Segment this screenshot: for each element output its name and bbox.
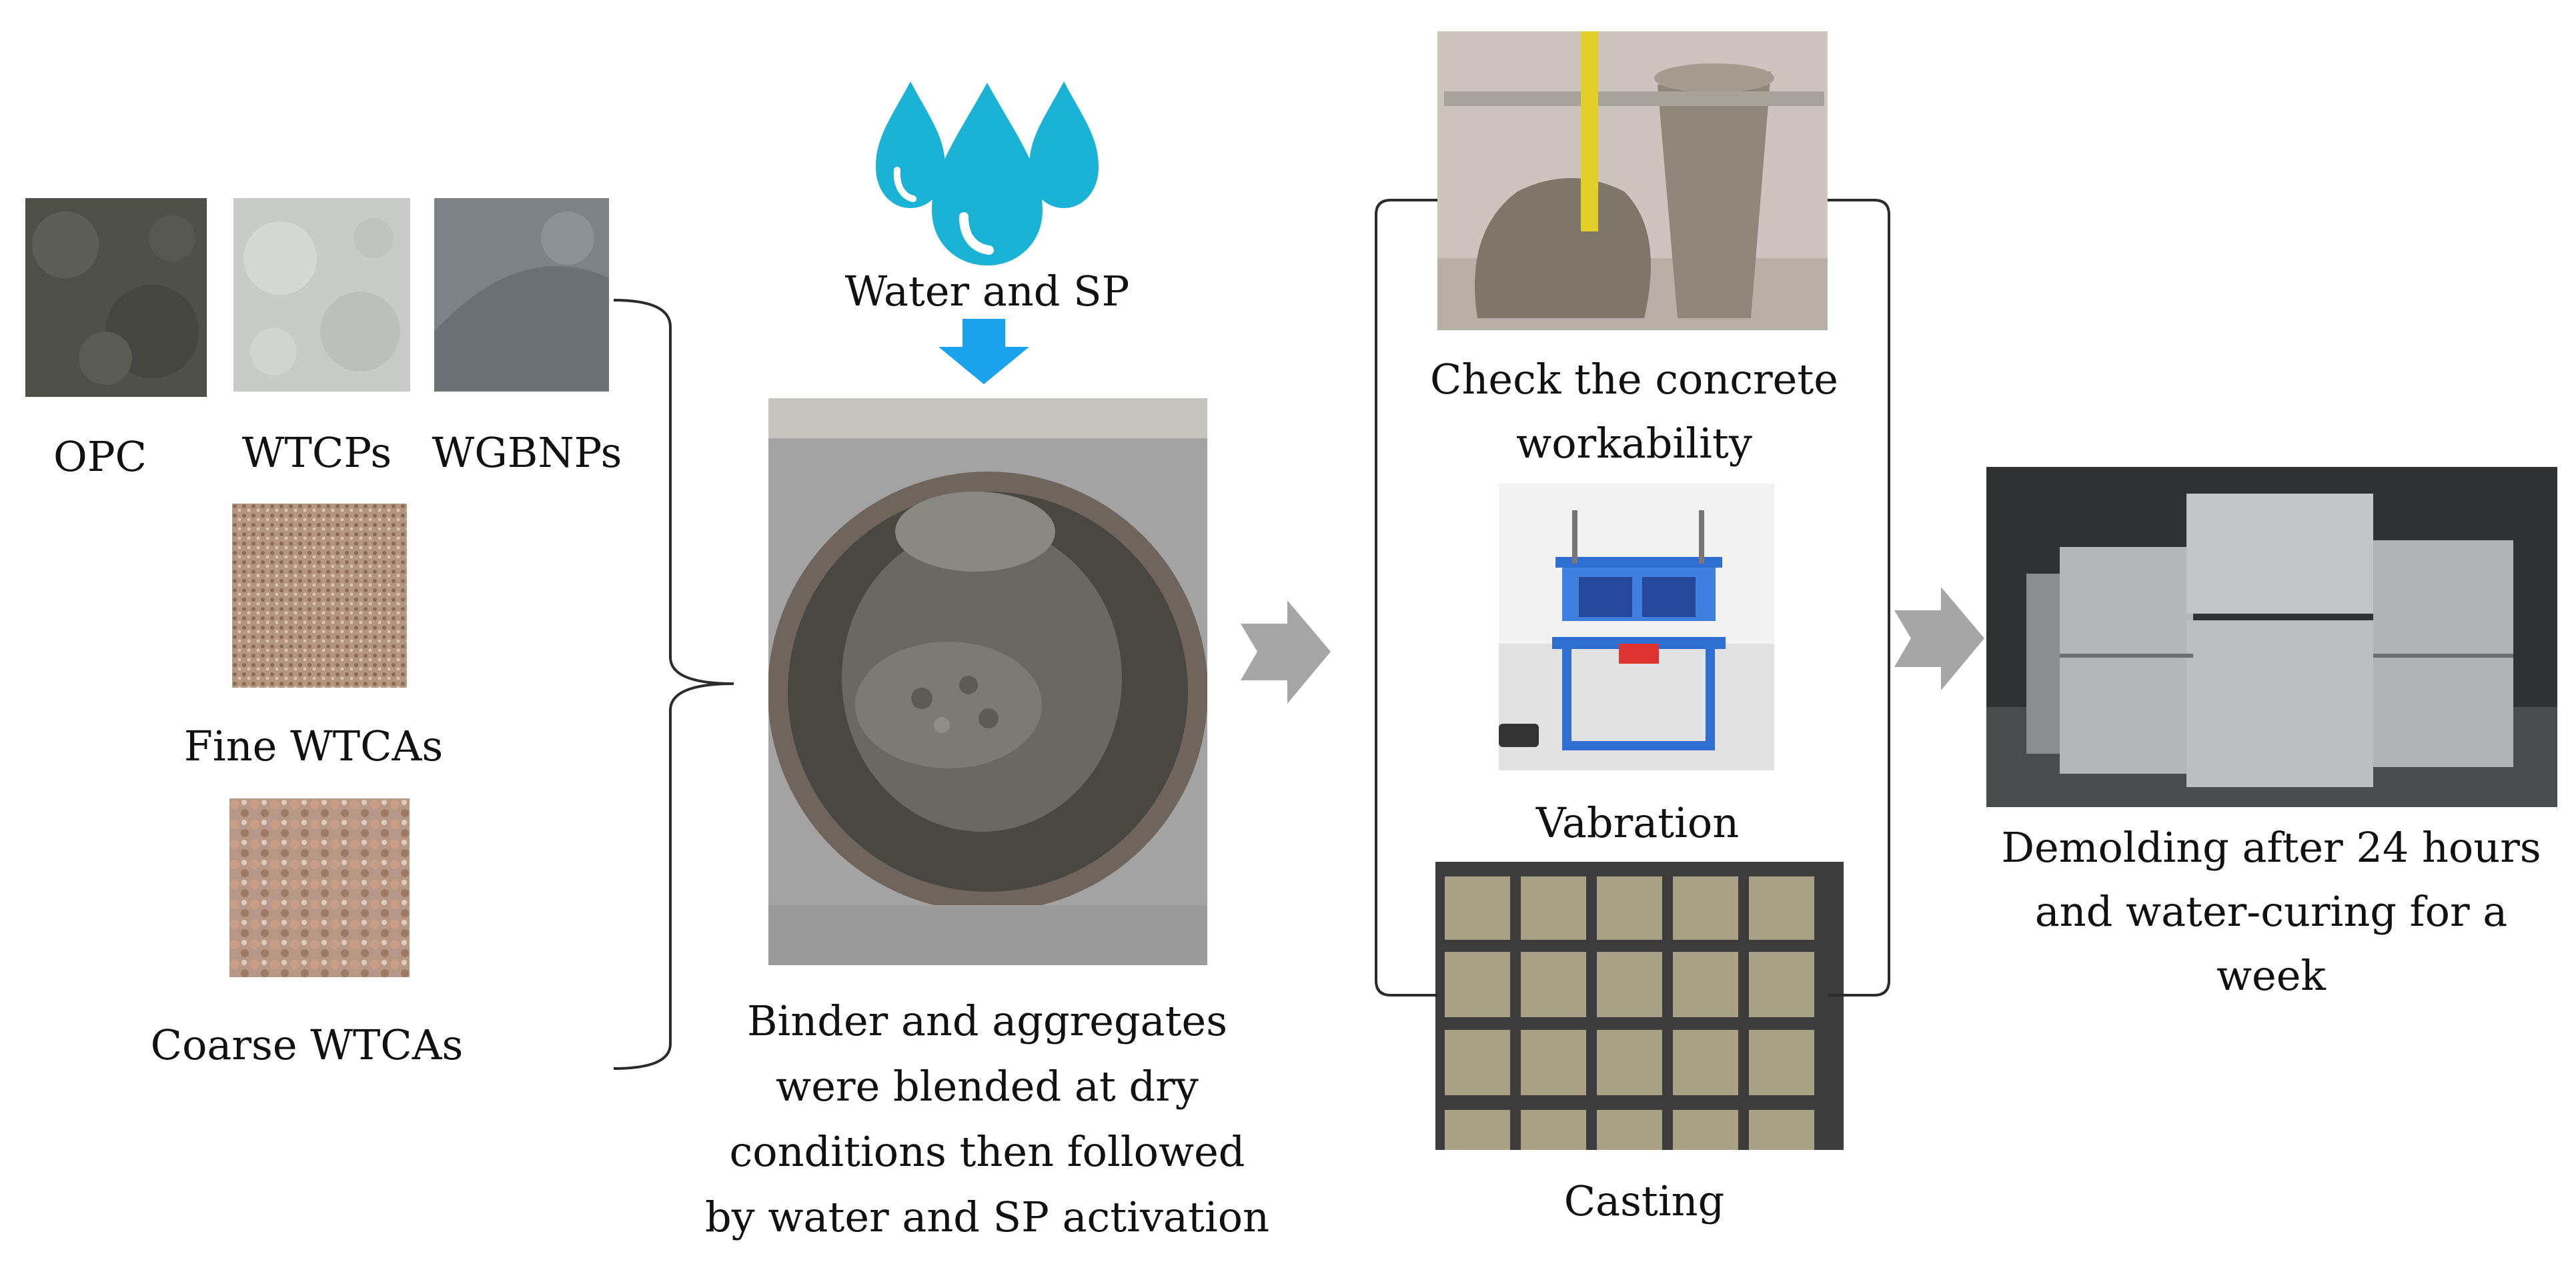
- water-sp-label: Water and SP: [844, 267, 1130, 315]
- materials-brace: [613, 299, 734, 1070]
- cured-cubes-photo: [1986, 467, 2557, 807]
- water-drops-icon: [876, 81, 1099, 265]
- opc-label: OPC: [53, 432, 147, 481]
- wtcps-label: WTCPs: [241, 428, 392, 477]
- down-arrow-icon: [938, 319, 1029, 384]
- flow-arrow-icon: [1894, 587, 1984, 690]
- wtcps-photo: [233, 198, 410, 392]
- mixing-caption-line4: by water and SP activation: [704, 1193, 1270, 1241]
- curing-caption-line3: week: [2216, 951, 2327, 1000]
- coarse-wtcas-photo: [229, 798, 410, 977]
- curing-caption-line1: Demolding after 24 hours: [2001, 823, 2541, 872]
- opc-photo: [25, 198, 207, 397]
- vibration-table-photo: [1499, 484, 1774, 770]
- flow-arrow-icon: [1241, 600, 1331, 704]
- casting-photo: [1435, 862, 1844, 1150]
- testing-bracket-left: [1375, 199, 1437, 997]
- mixing-caption-line3: conditions then followed: [729, 1127, 1245, 1176]
- fine-wtcas-label: Fine WTCAs: [183, 722, 444, 770]
- workability-label-line2: workability: [1516, 419, 1752, 468]
- testing-bracket-right: [1828, 199, 1890, 997]
- mixing-caption-line1: Binder and aggregates: [746, 997, 1228, 1045]
- curing-caption-line2: and water-curing for a: [2034, 887, 2508, 936]
- slump-test-photo: [1437, 31, 1828, 330]
- mixing-caption-line2: were blended at dry: [776, 1062, 1199, 1111]
- vibration-label: Vabration: [1535, 798, 1740, 847]
- casting-label: Casting: [1563, 1177, 1725, 1225]
- coarse-wtcas-label: Coarse WTCAs: [150, 1021, 464, 1069]
- wgbnps-label: WGBNPs: [432, 428, 622, 477]
- workability-label-line1: Check the concrete: [1430, 355, 1838, 404]
- mixer-photo: [768, 398, 1207, 965]
- wgbnps-photo: [434, 198, 609, 392]
- fine-wtcas-photo: [232, 504, 407, 688]
